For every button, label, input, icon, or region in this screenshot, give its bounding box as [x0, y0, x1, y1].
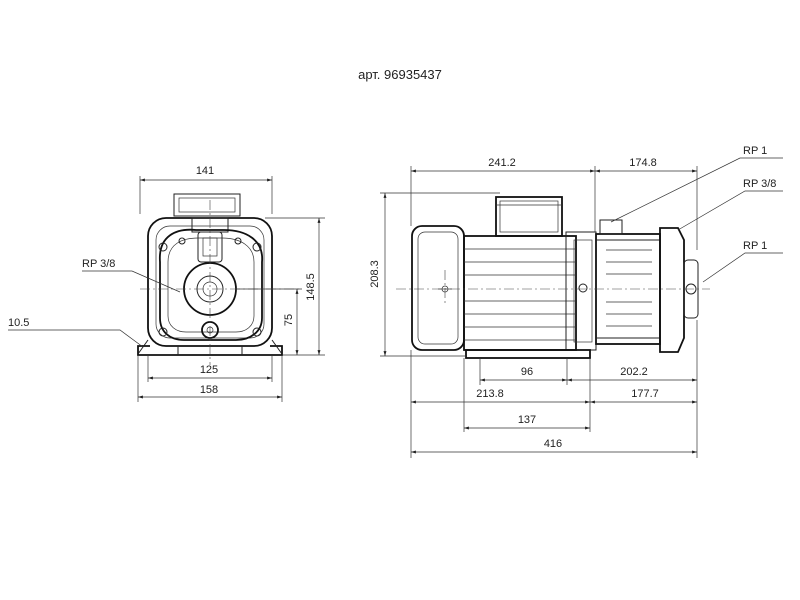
- dim-416: 416: [544, 438, 562, 450]
- label-rp-1-top: RP 1: [743, 145, 767, 157]
- dim-141: 141: [196, 165, 214, 177]
- dim-75: 75: [283, 314, 295, 326]
- dim-174-8: 174.8: [629, 157, 657, 169]
- dim-148-5: 148.5: [305, 273, 317, 301]
- side-view: 208.3 241.2 174.8 96 202.2 213.8 177.7 1…: [369, 145, 783, 458]
- dim-158: 158: [200, 384, 218, 396]
- dim-10-5: 10.5: [8, 317, 29, 329]
- dim-177-7: 177.7: [631, 388, 659, 400]
- dim-241-2: 241.2: [488, 157, 516, 169]
- dim-208-3: 208.3: [369, 260, 381, 288]
- dim-125: 125: [200, 364, 218, 376]
- label-rp-3-8-front: RP 3/8: [82, 258, 115, 270]
- label-rp-3-8-side: RP 3/8: [743, 178, 776, 190]
- article-title: арт. 96935437: [358, 67, 442, 82]
- dim-213-8: 213.8: [476, 388, 504, 400]
- label-rp-1-bottom: RP 1: [743, 240, 767, 252]
- dim-96: 96: [521, 366, 533, 378]
- dim-202-2: 202.2: [620, 366, 648, 378]
- dim-137: 137: [518, 414, 536, 426]
- front-view: 141 148.5 75 125 158 10.5 RP 3/8: [8, 165, 325, 402]
